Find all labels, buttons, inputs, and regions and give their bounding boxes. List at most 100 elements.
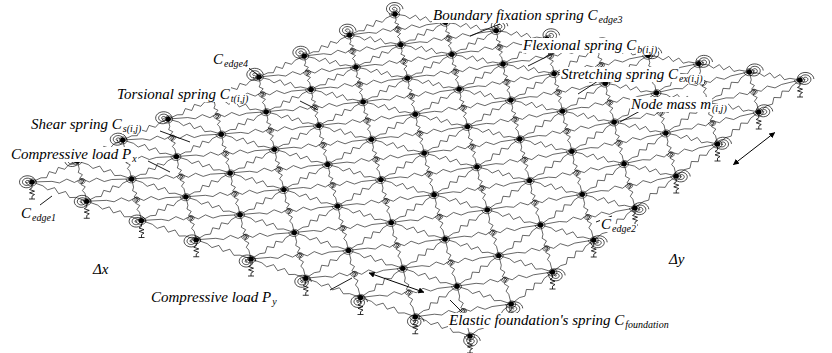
stretching-spring (520, 111, 563, 139)
stretching-spring (666, 133, 718, 144)
torsional-spiral (435, 214, 442, 219)
stretching-spring (408, 78, 460, 89)
node-mass (346, 248, 351, 253)
boundary-spiral (293, 46, 310, 58)
stretching-spring (328, 164, 381, 179)
torsional-spiral (258, 92, 265, 97)
stretching-spring (749, 72, 800, 80)
shear-spring (415, 100, 510, 114)
shear-spring (582, 194, 593, 240)
stretching-spring (391, 223, 445, 240)
ground-tick (715, 161, 721, 162)
stretching-spring (294, 233, 348, 251)
ground-tick (303, 295, 309, 296)
torsional-spiral (489, 230, 496, 235)
shear-spring (391, 223, 402, 269)
foundation-group (29, 83, 803, 353)
node-mass (432, 192, 437, 197)
shear-spring (284, 180, 381, 190)
torsional-spiral (382, 198, 389, 203)
flexional-spiral (410, 111, 420, 118)
shear-spring (496, 31, 503, 64)
torsional-spiral (563, 129, 570, 134)
flexional-spiral (358, 99, 368, 106)
flexional-spiral (261, 109, 271, 116)
subscript-label: s(i,j) (122, 124, 143, 134)
shear-spring (468, 111, 563, 127)
ground-tick (248, 276, 254, 277)
stretching-spring (176, 134, 221, 156)
stretching-spring (614, 122, 666, 133)
node-mass (219, 132, 224, 137)
flexional-spiral (482, 207, 492, 214)
node-mass (139, 218, 144, 223)
torsional-spiral (285, 208, 292, 213)
boundary-spiral (506, 302, 522, 314)
node-mass (228, 170, 233, 175)
node-mass (335, 203, 340, 208)
boundary-spiral (295, 275, 312, 287)
stretching-spring (259, 77, 311, 89)
shear-spring (132, 179, 142, 221)
flexional-spiral (216, 131, 226, 138)
shear-spring (487, 210, 498, 256)
stretching-spring (582, 194, 635, 208)
torsional-spiral (503, 79, 510, 84)
boundary-spiral (674, 170, 691, 182)
node-mass (264, 109, 269, 114)
stretching-spring (230, 173, 284, 190)
node-mass (580, 192, 585, 197)
shear-spring (415, 114, 424, 153)
node-mass (756, 109, 761, 114)
torsional-spiral (511, 117, 518, 122)
torsional-spiral (615, 140, 622, 145)
shear-spring (186, 197, 196, 240)
node-mass (632, 205, 637, 210)
boundary-spiral (756, 105, 773, 117)
leader-line (330, 278, 352, 290)
ground-tick (84, 218, 90, 219)
callout-label: Δx (92, 262, 109, 277)
node-mass (194, 237, 199, 242)
shear-spring (459, 89, 467, 127)
flexional-spiral (535, 222, 545, 229)
node-mass (591, 237, 596, 242)
stretching-spring (311, 89, 363, 101)
torsional-spiral (350, 271, 357, 276)
leader-line (450, 300, 462, 312)
node-mass (272, 147, 277, 152)
ground-tick (756, 129, 762, 130)
stretching-spring (563, 83, 606, 111)
shear-spring (499, 256, 511, 305)
stretching-spring (424, 127, 467, 154)
shear-spring (457, 286, 470, 336)
subscript-label: b(i,j) (636, 45, 658, 55)
boundary-spiral (20, 176, 37, 188)
flexional-spiral (180, 194, 190, 201)
spring-group (32, 14, 800, 336)
stretching-spring (356, 67, 408, 78)
torsional-spiral (296, 253, 303, 258)
stretching-spring (381, 153, 424, 180)
boundary-spiral (156, 112, 173, 124)
torsional-spiral (667, 152, 674, 157)
stretching-spring (605, 83, 656, 93)
flexional-spiral (322, 161, 332, 168)
shear-spring (530, 181, 541, 225)
node-mass (496, 253, 501, 258)
stretching-spring (408, 54, 452, 78)
flexional-spiral (498, 61, 508, 68)
torsional-spiral (407, 93, 414, 98)
torsional-spiral (468, 144, 475, 149)
mass-group (29, 11, 802, 338)
flexional-spiral (429, 192, 439, 199)
stretching-spring (168, 119, 221, 134)
shear-spring (434, 195, 445, 239)
stretching-spring (563, 111, 615, 122)
node-mass (442, 236, 447, 241)
node-mass (183, 194, 188, 199)
stretching-spring (415, 89, 459, 114)
flexional-spiral (126, 176, 136, 183)
torsional-spiral (78, 179, 85, 184)
